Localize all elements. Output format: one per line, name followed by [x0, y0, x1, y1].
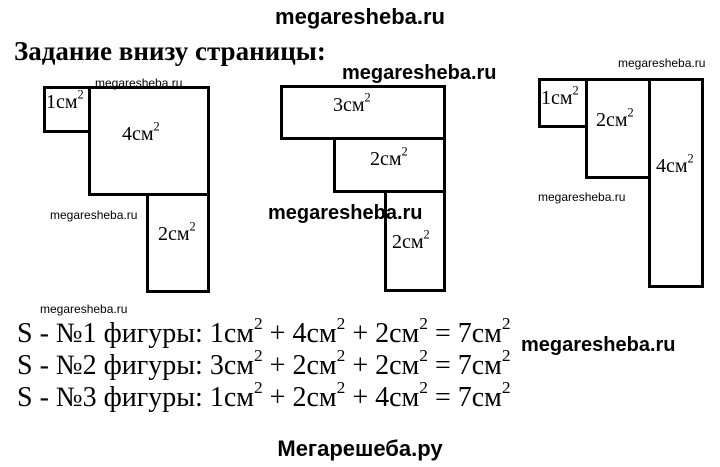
- watermark: megaresheba.ru: [40, 302, 128, 316]
- figure-2-label-1: 3см2: [333, 90, 371, 116]
- figure-3-label-1: 1см2: [541, 83, 579, 109]
- site-title: megaresheba.ru: [275, 4, 445, 29]
- figure-2-label-3: 2см2: [392, 227, 430, 253]
- footer-title: Мегарешеба.ру: [277, 436, 443, 461]
- watermark: megaresheba.ru: [538, 190, 626, 204]
- figure-3-piece-3: [648, 78, 704, 288]
- watermark: megaresheba.ru: [618, 56, 706, 70]
- watermark-bold: megaresheba.ru: [268, 202, 423, 224]
- figure-2-label-2: 2см2: [370, 144, 408, 170]
- figure-3-label-3: 4см2: [656, 151, 694, 177]
- watermark-bold: megaresheba.ru: [521, 334, 676, 356]
- figure-3-label-2: 2см2: [596, 105, 634, 131]
- figure-1-label-1: 1см2: [46, 87, 84, 113]
- task-heading: Задание внизу страницы:: [14, 36, 326, 66]
- figure-1-label-3: 2см2: [158, 219, 196, 245]
- figure-1-label-2: 4см2: [122, 119, 160, 145]
- figure-2-piece-3: [384, 190, 446, 292]
- equation-3: S - №3 фигуры: 1см2 + 2см2 + 4см2 = 7см2: [17, 377, 511, 413]
- equation-2: S - №2 фигуры: 3см2 + 2см2 + 2см2 = 7см2: [17, 345, 511, 381]
- watermark-bold: megaresheba.ru: [342, 62, 497, 84]
- equation-1: S - №1 фигуры: 1см2 + 4см2 + 2см2 = 7см2: [17, 313, 511, 349]
- figure-1-piece-3: [146, 193, 210, 293]
- watermark: megaresheba.ru: [50, 208, 138, 222]
